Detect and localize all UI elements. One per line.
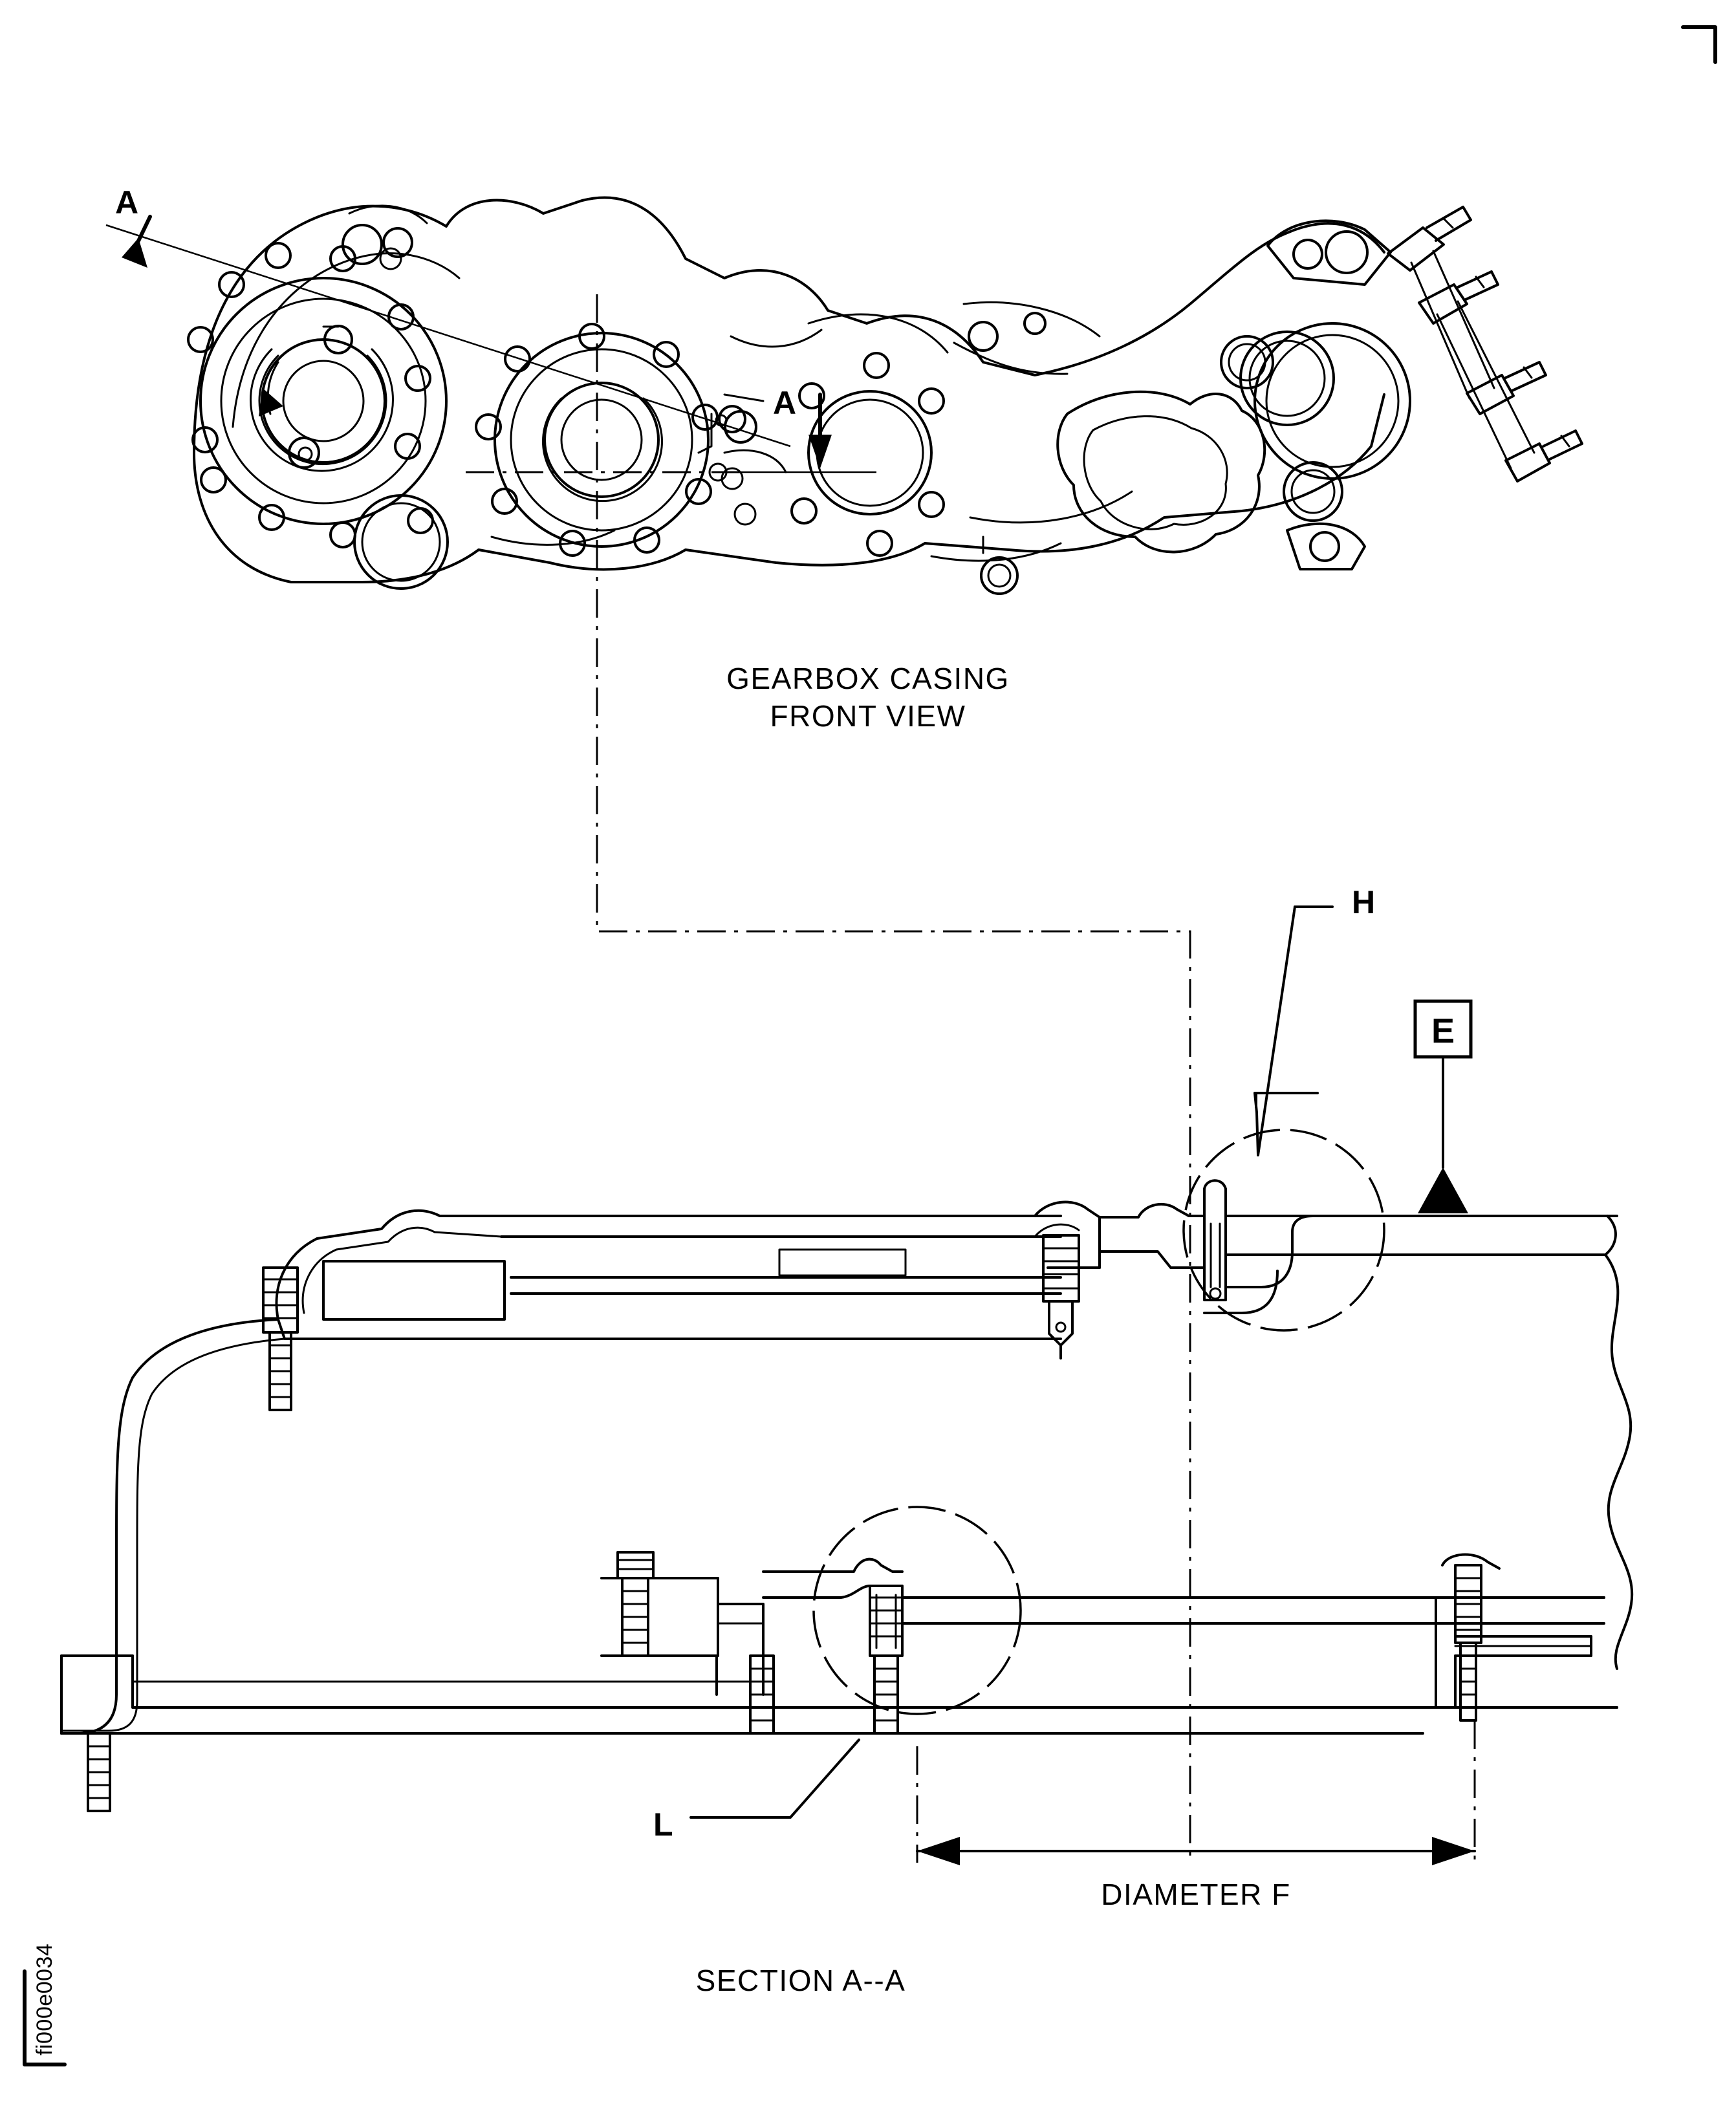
corner-crop-mark-top-right: [1681, 25, 1717, 64]
stud-left-upper: [262, 1266, 299, 1411]
section-arrow-a-left-label: A: [115, 184, 138, 221]
stud-detail-l: [873, 1654, 899, 1735]
callout-h: H: [1253, 884, 1375, 1156]
dimension-diameter-f: DIAMETER F: [916, 1720, 1476, 1911]
protruding-studs-right: [1387, 206, 1583, 482]
small-bore-lower-left: [353, 494, 449, 590]
bearing-bore-left-outer: [199, 277, 448, 525]
datum-symbol-e: E: [1413, 999, 1473, 1213]
dimension-f-label: DIAMETER F: [1101, 1878, 1291, 1911]
bolt-holes-third: [790, 352, 945, 557]
front-view-title-line1: GEARBOX CASING: [726, 662, 1010, 695]
section-arrow-a-center: A: [730, 385, 876, 473]
datum-e-triangle: [1418, 1167, 1468, 1213]
section-arrow-a-center-label: A: [773, 385, 796, 421]
stud-base-left: [87, 1732, 111, 1812]
bearing-bore-right: [1253, 322, 1411, 480]
projection-centerline: [466, 294, 1191, 1863]
detail-circle-l: [812, 1506, 1022, 1715]
callout-l-label: L: [653, 1806, 673, 1843]
central-cavity-outline: [1056, 390, 1266, 554]
front-view-title-line2: FRONT VIEW: [770, 699, 966, 733]
datum-e-letter: E: [1431, 1012, 1455, 1050]
break-line-right: [1604, 1253, 1634, 1670]
bolt-holes-center: [475, 323, 719, 557]
section-view-group: [60, 1179, 1634, 1812]
section-view-title: SECTION A--A: [696, 1964, 906, 1997]
section-arrow-a-left: A: [105, 184, 791, 448]
stud-boss-mid: [749, 1654, 775, 1735]
flange-bolt-head-l: [869, 1585, 904, 1657]
stud-mid-upper: [1042, 1234, 1080, 1347]
bore-third: [807, 390, 933, 515]
callout-l: L: [653, 1739, 860, 1843]
detail-circle-h: [1182, 1129, 1385, 1332]
front-view-group: [187, 196, 1583, 595]
stud-right-base: [1454, 1564, 1482, 1722]
inner-lug-bolt-2: [288, 437, 320, 469]
corner-crop-mark-bottom-left: [23, 1969, 67, 2066]
bearing-bore-center-outer: [494, 332, 710, 548]
figure-id-label: fi000e0034: [32, 1944, 57, 2055]
callout-h-label: H: [1352, 884, 1375, 920]
bottom-boss: [980, 556, 1019, 595]
